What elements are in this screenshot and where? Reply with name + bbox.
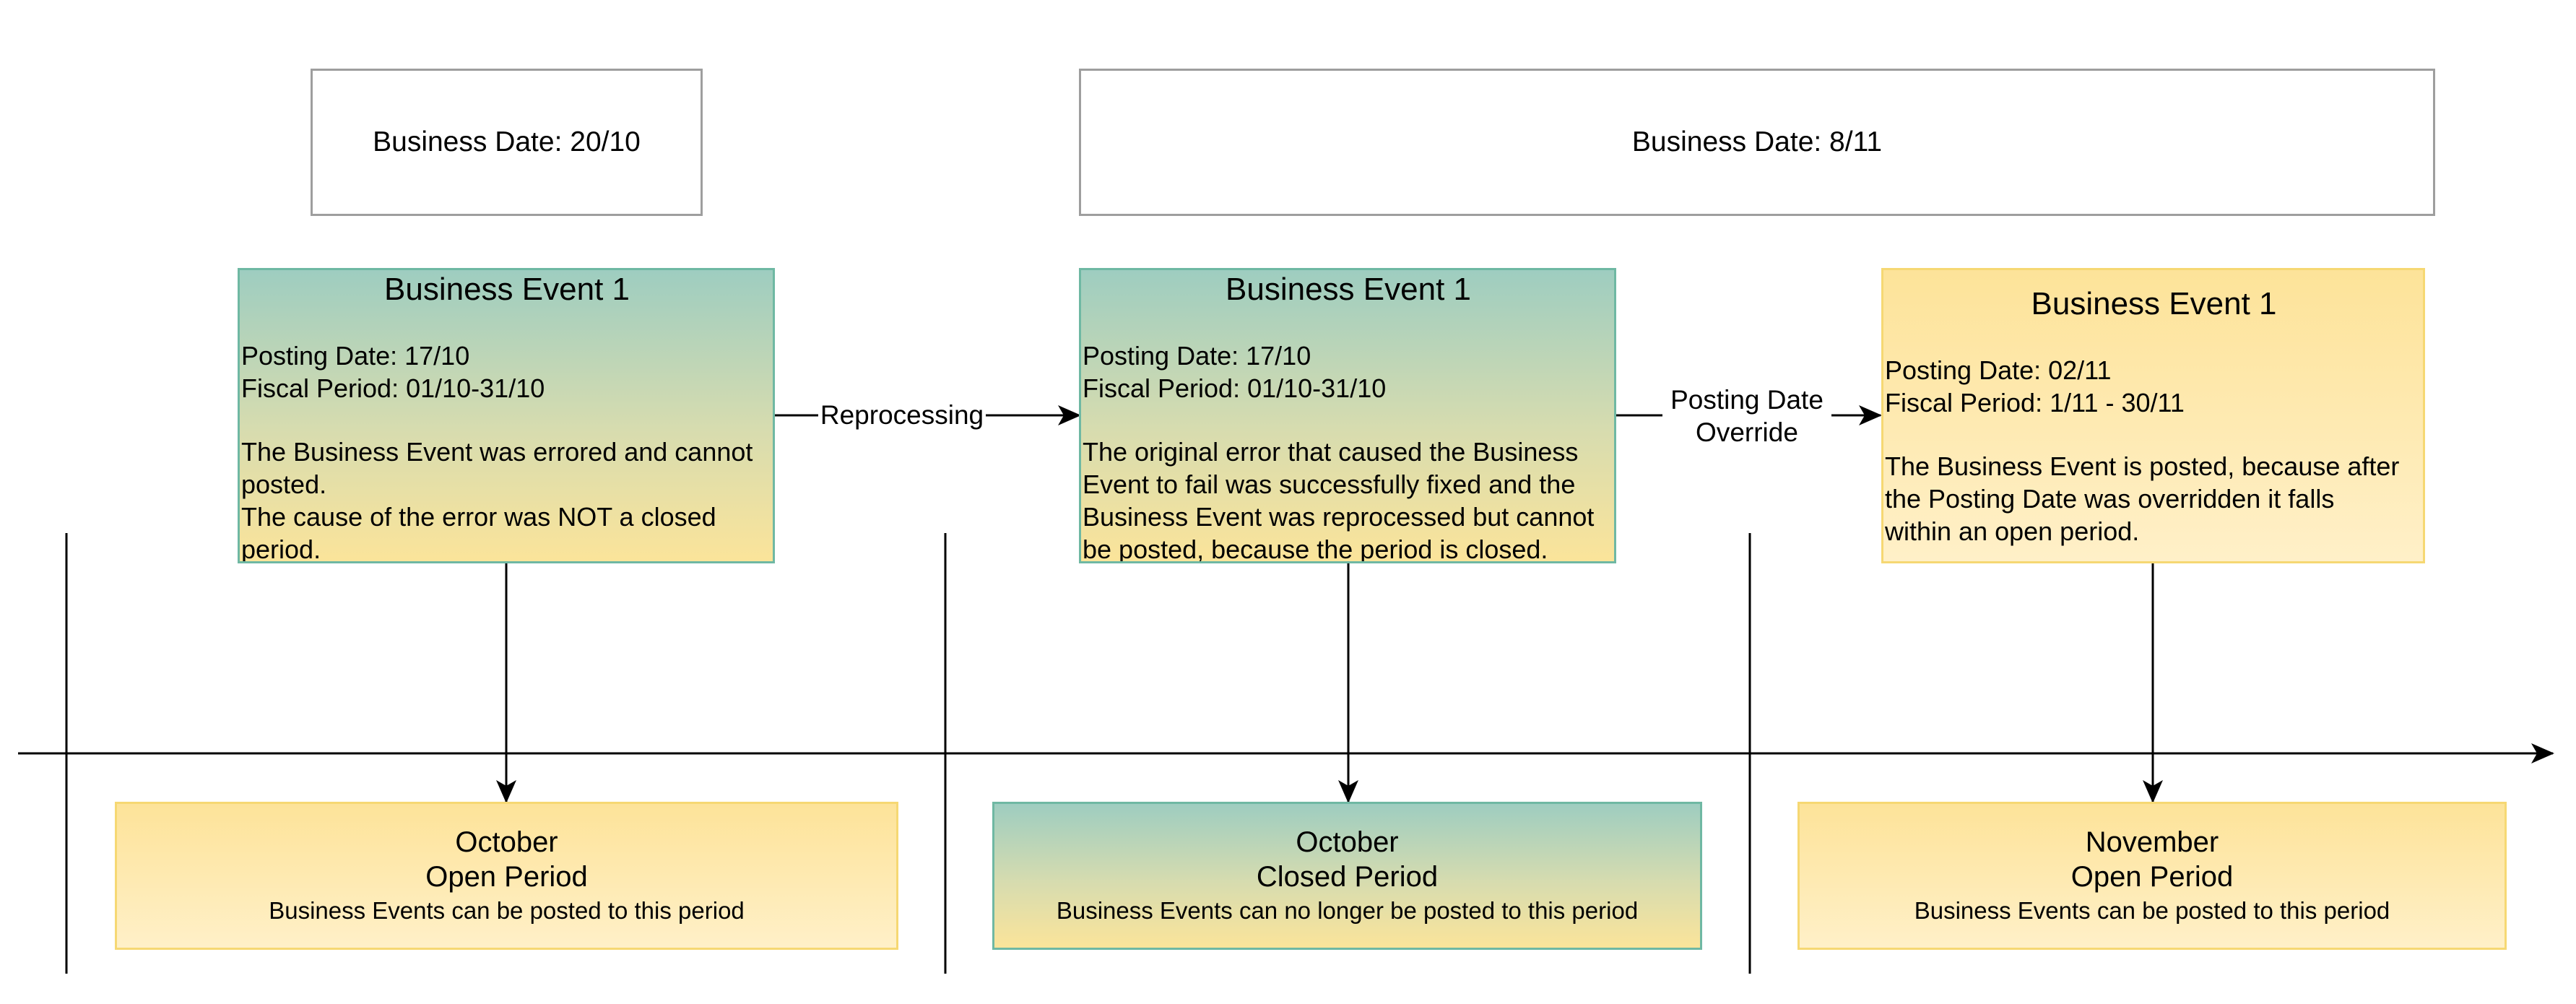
period-month: October xyxy=(1296,826,1399,858)
business-date-box-2: Business Date: 8/11 xyxy=(1079,69,2435,216)
override-label-line-1: Posting Date xyxy=(1670,385,1823,415)
business-event-3-box: Business Event 1 Posting Date: 02/11 Fis… xyxy=(1881,268,2425,563)
event-title: Business Event 1 xyxy=(2031,286,2277,321)
business-date-label-1: Business Date: 20/10 xyxy=(373,126,641,157)
event-title: Business Event 1 xyxy=(1226,272,1471,307)
period-month: November xyxy=(2085,826,2219,858)
event-description-line: period. xyxy=(241,535,321,563)
event-description-line: the Posting Date was overridden it falls xyxy=(1885,484,2335,514)
event-fiscal-period: Fiscal Period: 01/10-31/10 xyxy=(241,373,545,403)
period-status: Open Period xyxy=(2070,860,2234,893)
event-posting-date: Posting Date: 17/10 xyxy=(1083,341,1311,371)
event-description-line: within an open period. xyxy=(1885,516,2140,546)
period-box-november-open: November Open Period Business Events can… xyxy=(1797,802,2507,950)
event-description-line: The cause of the error was NOT a closed xyxy=(241,502,716,532)
event-description-line: posted. xyxy=(241,469,327,499)
period-description: Business Events can be posted to this pe… xyxy=(1914,896,2390,924)
event-title: Business Event 1 xyxy=(384,272,630,307)
event-description-line: Business Event was reprocessed but canno… xyxy=(1083,502,1595,532)
business-date-label-2: Business Date: 8/11 xyxy=(1631,126,1883,157)
posting-date-override-label: Posting Date Override xyxy=(1662,384,1831,450)
period-status: Open Period xyxy=(425,860,588,893)
period-status: Closed Period xyxy=(1256,860,1439,893)
business-date-box-1: Business Date: 20/10 xyxy=(311,69,703,216)
period-box-october-closed: October Closed Period Business Events ca… xyxy=(992,802,1702,950)
business-event-1-box: Business Event 1 Posting Date: 17/10 Fis… xyxy=(238,268,775,563)
period-description: Business Events can be posted to this pe… xyxy=(269,896,745,924)
event-description-line: The original error that caused the Busin… xyxy=(1083,437,1579,467)
period-description: Business Events can no longer be posted … xyxy=(1056,896,1639,924)
event-description-line: Event to fail was successfully fixed and… xyxy=(1083,469,1576,499)
reprocessing-label: Reprocessing xyxy=(818,399,986,432)
period-month: October xyxy=(455,826,558,858)
event-description-line: The Business Event is posted, because af… xyxy=(1885,451,2400,481)
event-posting-date: Posting Date: 17/10 xyxy=(241,341,470,371)
event-description-line: be posted, because the period is closed. xyxy=(1083,535,1548,563)
event-fiscal-period: Fiscal Period: 01/10-31/10 xyxy=(1083,373,1387,403)
event-fiscal-period: Fiscal Period: 1/11 - 30/11 xyxy=(1885,388,2185,417)
event-description-line: The Business Event was errored and canno… xyxy=(241,437,753,467)
business-event-2-box: Business Event 1 Posting Date: 17/10 Fis… xyxy=(1079,268,1616,563)
override-label-line-2: Override xyxy=(1696,417,1798,447)
period-box-october-open: October Open Period Business Events can … xyxy=(115,802,898,950)
event-posting-date: Posting Date: 02/11 xyxy=(1885,355,2112,385)
